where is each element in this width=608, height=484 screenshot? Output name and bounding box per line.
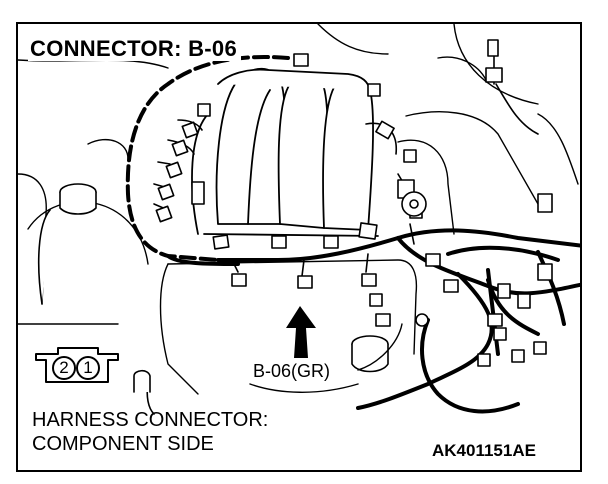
- harness-connectors: [155, 53, 553, 367]
- engine-bay-illustration: [18, 24, 580, 415]
- intake-manifold: [191, 67, 379, 237]
- callout-leader: [357, 323, 403, 371]
- wire-clip: [133, 369, 151, 393]
- sensor-plug: [401, 39, 503, 327]
- pointer-arrow: [286, 306, 316, 358]
- round-cap-part: [351, 335, 389, 373]
- connector-pin-2: 2: [52, 356, 76, 380]
- engine-bay-outlines: [18, 24, 579, 395]
- connector-pin-1: 1: [76, 356, 100, 380]
- diagram-frame: CONNECTOR: B-06 2 1 B-06(GR) HARNESS CON…: [16, 22, 582, 472]
- oil-filler-cap: [37, 183, 97, 305]
- caption-line-1: HARNESS CONNECTOR:: [32, 409, 269, 431]
- reference-code: AK401151AE: [432, 441, 536, 460]
- connector-callout-label: B-06(GR): [250, 361, 334, 381]
- caption-line-2: COMPONENT SIDE: [32, 433, 214, 455]
- diagram-title: CONNECTOR: B-06: [28, 38, 242, 61]
